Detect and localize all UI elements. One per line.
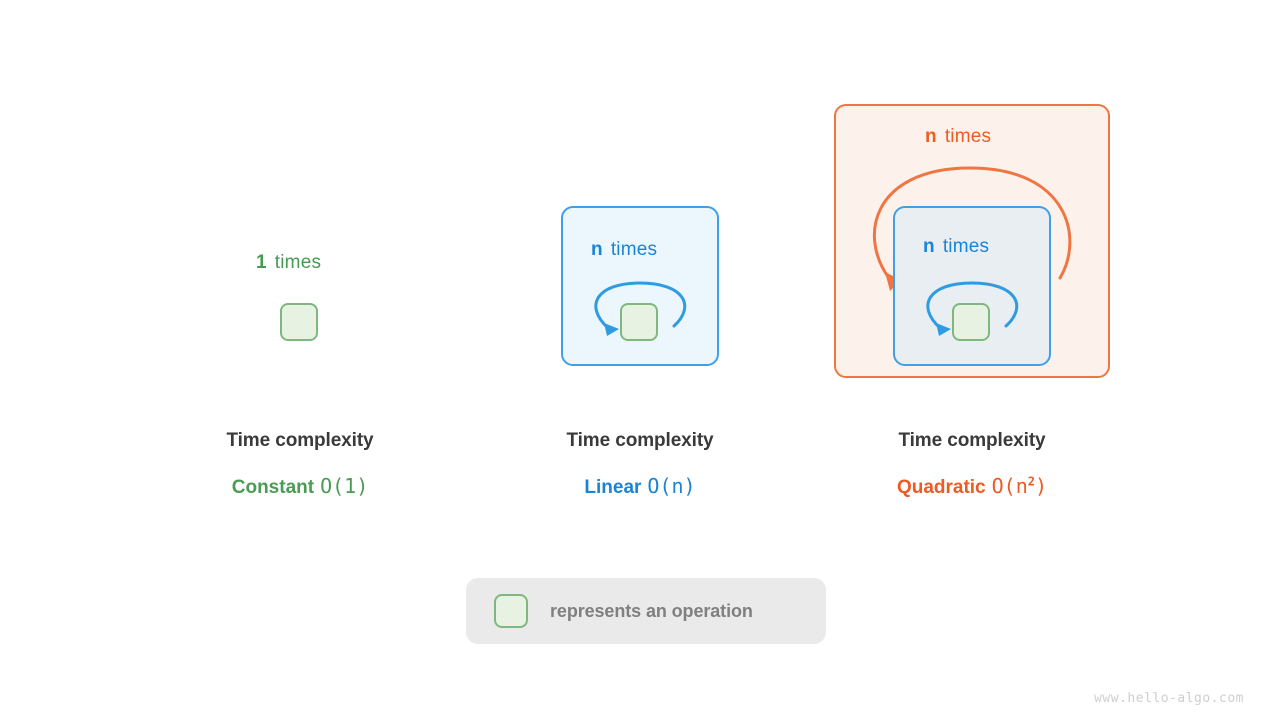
operation-square — [952, 303, 990, 341]
watermark: www.hello-algo.com — [1094, 691, 1244, 706]
quadratic-outer-times-unit: times — [944, 126, 992, 147]
constant-times-label: 1 times — [256, 252, 321, 274]
legend-label: represents an operation — [550, 600, 753, 621]
complexity-notation: O(n) — [647, 474, 696, 498]
quadratic-outer-times-count: n — [925, 126, 937, 147]
complexity-name: Linear — [584, 477, 642, 498]
complexity-name: Constant — [231, 477, 315, 498]
complexity-name: Quadratic — [896, 477, 986, 498]
constant-times-unit: times — [274, 252, 322, 273]
legend-box: represents an operation — [466, 578, 826, 644]
caption-title: Time complexity — [566, 430, 714, 451]
caption-title: Time complexity — [226, 430, 374, 451]
quadratic-inner-times-count: n — [923, 236, 935, 257]
legend-operation-square-icon — [494, 594, 528, 628]
linear-times-count: n — [591, 239, 603, 260]
caption-title: Time complexity — [898, 430, 1046, 451]
loop-box-inner-quadratic — [893, 206, 1051, 366]
complexity-notation-close: ) — [1035, 474, 1048, 498]
complexity-notation: O(1) — [320, 474, 369, 498]
loop-box-outer-linear — [561, 206, 719, 366]
complexity-notation: O(n2) — [992, 474, 1047, 498]
quadratic-inner-times-unit: times — [942, 236, 990, 257]
constant-times-count: 1 — [256, 252, 267, 273]
operation-square — [280, 303, 318, 341]
complexity-notation-open: O(n — [991, 474, 1028, 498]
linear-times-unit: times — [610, 239, 658, 260]
complexity-exponent: 2 — [1027, 474, 1035, 489]
operation-square — [620, 303, 658, 341]
